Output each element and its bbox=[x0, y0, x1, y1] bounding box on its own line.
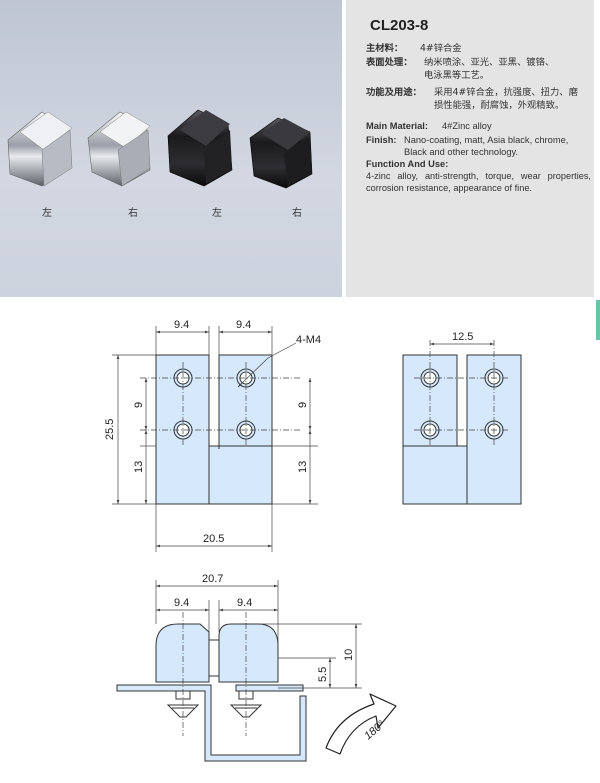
product-photo-panel: 左 右 左 右 bbox=[0, 0, 342, 297]
model-title: CL203-8 bbox=[370, 17, 429, 34]
hinge-photo-chrome-left bbox=[7, 111, 73, 187]
dim-hole-pitch-right: 9 bbox=[297, 402, 309, 408]
spec-panel bbox=[346, 0, 600, 297]
dim-width-left: 9.4 bbox=[174, 319, 189, 331]
finish-value-en-line2: Black and other technology. bbox=[404, 147, 519, 157]
hinge-photo-black-left bbox=[167, 109, 233, 187]
side-view-dimensions bbox=[414, 340, 510, 446]
dim-pivot-height: 5.5 bbox=[317, 667, 329, 682]
dim-lower-height-right: 13 bbox=[297, 461, 309, 473]
material-label-cn: 主材料： bbox=[366, 43, 404, 54]
dim-bottom-width-total: 20.7 bbox=[202, 573, 223, 585]
panel-edge bbox=[594, 0, 600, 297]
usage-label-en: Function And Use: bbox=[366, 159, 449, 169]
finish-label-en: Finish: bbox=[366, 135, 397, 145]
dim-lower-height-left: 13 bbox=[133, 461, 145, 473]
bottom-view-dimensions bbox=[155, 580, 362, 736]
dim-width-total: 20.5 bbox=[203, 533, 224, 545]
finish-value-cn-line1: 纳米喷涂、亚光、亚黑、镀铬、 bbox=[424, 57, 555, 68]
hinge-photo-chrome-right bbox=[87, 111, 151, 187]
material-value-cn: 4#锌合金 bbox=[420, 43, 462, 54]
dim-bottom-height: 10 bbox=[343, 649, 355, 661]
front-view bbox=[155, 354, 273, 505]
finish-value-cn-line2: 电泳黑等工艺。 bbox=[424, 70, 490, 81]
usage-value-cn-line1: 采用4#锌合金，抗强度、扭力、磨 bbox=[434, 87, 578, 98]
dim-bottom-width-right: 9.4 bbox=[237, 597, 252, 609]
hole-callout: 4-M4 bbox=[296, 334, 321, 346]
dim-hole-pitch-left: 9 bbox=[133, 402, 145, 408]
position-label-right-2: 右 bbox=[292, 208, 302, 219]
usage-value-cn-line2: 损性能强，耐腐蚀，外观精致。 bbox=[434, 100, 565, 111]
dim-side-offset: 12.5 bbox=[452, 331, 473, 343]
dim-bottom-width-left: 9.4 bbox=[174, 597, 189, 609]
material-value-en: 4#Zinc alloy bbox=[442, 121, 492, 131]
position-label-left-1: 左 bbox=[42, 208, 52, 219]
product-photos bbox=[7, 109, 313, 189]
finish-label-cn: 表面处理： bbox=[366, 57, 413, 68]
front-view-dimensions bbox=[112, 326, 318, 552]
rotation-arrow-icon bbox=[325, 693, 397, 755]
dim-height-total: 25.5 bbox=[104, 419, 116, 440]
side-view bbox=[402, 354, 522, 505]
finish-value-en-line1: Nano-coating, matt, Asia black, chrome, bbox=[404, 135, 569, 145]
usage-label-cn: 功能及用途： bbox=[366, 87, 422, 98]
usage-text-en: 4-zinc alloy, anti-strength, torque, wea… bbox=[366, 171, 591, 193]
rotation-angle: 180° bbox=[362, 718, 388, 742]
position-label-right-1: 右 bbox=[128, 208, 138, 219]
edge-mark bbox=[596, 300, 600, 340]
material-label-en: Main Material: bbox=[366, 121, 428, 131]
hinge-photo-black-right bbox=[249, 117, 313, 189]
dim-width-right: 9.4 bbox=[236, 319, 251, 331]
position-label-left-2: 左 bbox=[212, 208, 222, 219]
